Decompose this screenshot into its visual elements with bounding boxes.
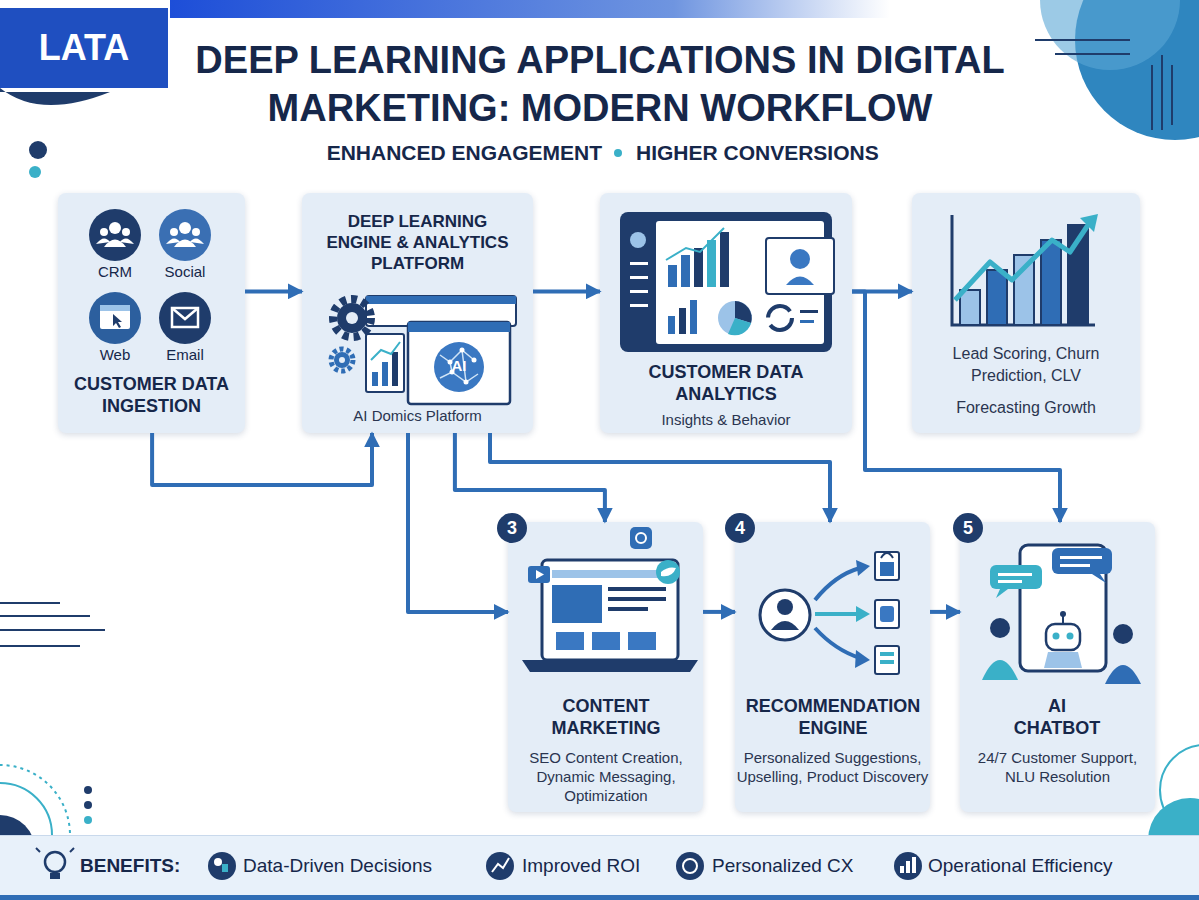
callout-number: 3 [497,518,527,538]
flow-arrow [930,610,960,614]
benefits-heading: BENEFITS: [80,854,240,878]
node-heading: CONTENT MARKETING [516,695,696,739]
subtitle-text: ENHANCED ENGAGEMENT [240,140,602,166]
source-label: Email [150,346,220,364]
prediction-box: Lead Scoring, Churn Prediction, CLV Forec… [912,193,1140,433]
node-heading: CUSTOMER DATA INGESTION [63,373,240,417]
flow-arrow [455,433,605,522]
callout-number: 4 [725,518,755,538]
node-subtitle: AI Domics Platform [302,407,533,425]
node-subtitle: Insights & Behavior [600,411,852,429]
process-box: CONTENT MARKETING SEO Content Creation, D… [508,522,703,812]
input-box: CUSTOMER DATA INGESTION [58,193,245,433]
node-heading: AI CHATBOT [1007,695,1107,739]
source-label: CRM [80,263,150,281]
callout-number: 5 [953,518,983,538]
flow-arrow [703,610,735,614]
benefit-text: Personalized CX [712,854,902,878]
node-heading: CUSTOMER DATA ANALYTICS [611,361,841,405]
icon-label: AI [444,357,474,375]
node-body: Personalized Suggestions, Upselling, Pro… [735,748,930,786]
flow-arrow [408,433,508,612]
node-body: SEO Content Creation, Dynamic Messaging,… [511,748,701,805]
engine-box: DEEP LEARNING ENGINE & ANALYTICS PLATFOR… [302,193,533,433]
source-label: Web [80,346,150,364]
process-box: RECOMMENDATION ENGINE Personalized Sugges… [735,522,930,812]
source-label: Social [150,263,220,281]
benefit-text: Improved ROI [522,854,692,878]
flow-arrow [245,289,302,293]
node-body: Lead Scoring, Churn Prediction, CLV [926,343,1126,387]
node-heading: DEEP LEARNING ENGINE & ANALYTICS PLATFOR… [317,211,518,274]
flow-arrow [152,433,372,485]
subtitle-text: HIGHER CONVERSIONS [636,140,966,166]
logo-box: LATA [0,8,168,88]
analytics-box: CUSTOMER DATA ANALYTICS Insights & Behavi… [600,193,852,433]
process-box: AI CHATBOT 24/7 Customer Support, NLU Res… [960,522,1155,812]
flow-arrow [533,289,600,293]
node-body: 24/7 Customer Support, NLU Resolution [965,748,1150,786]
node-heading: RECOMMENDATION ENGINE [738,695,928,739]
benefits-band: BENEFITS:Data-Driven Decisions Improved R… [0,835,1199,895]
diagram-title: DEEP LEARNING APPLICATIONS IN DIGITAL MA… [120,36,1080,132]
benefit-text: Data-Driven Decisions [243,854,503,878]
flow-arrow [490,433,830,522]
flow-arrow [852,289,912,293]
benefit-text: Operational Efficiency [928,854,1188,878]
node-body: Forecasting Growth [912,398,1140,418]
logo-text: LATA [0,27,168,69]
